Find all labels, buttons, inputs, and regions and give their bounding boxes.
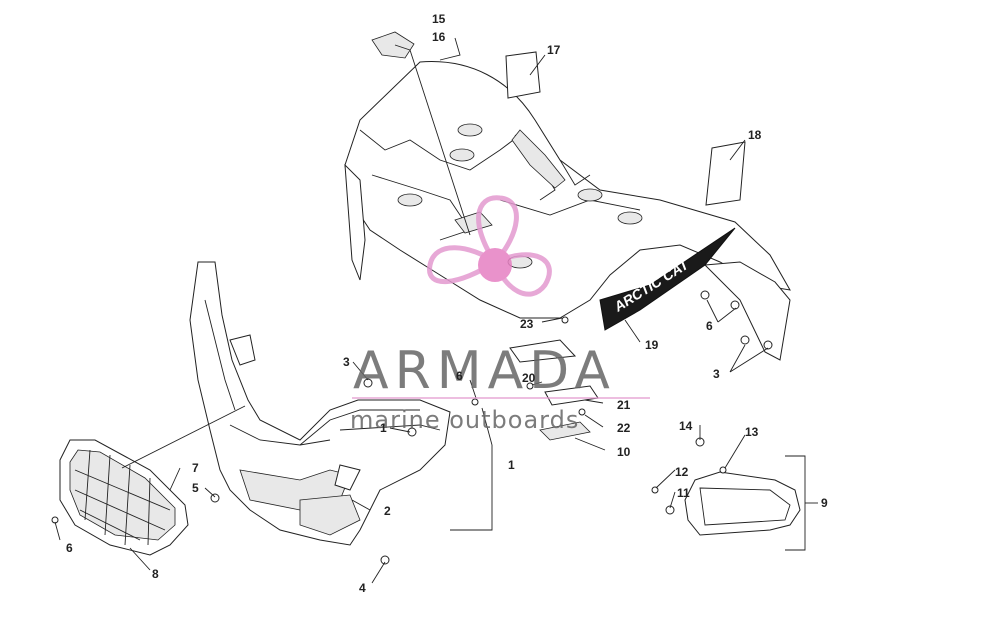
propeller-hub: [478, 248, 512, 282]
propeller-blade: [427, 245, 500, 285]
fasteners: [51, 290, 773, 565]
callout-23: 23: [520, 317, 534, 331]
callout-8: 8: [152, 567, 159, 581]
headlamp-9: [684, 471, 801, 536]
callout-22: 22: [617, 421, 631, 435]
callout-17: 17: [547, 43, 561, 57]
grille-8: [59, 439, 189, 556]
callout-labels: 15 16 17 18 19 23 6 3 3 6 20 21 22 10 1 …: [66, 12, 828, 595]
callout-3: 3: [343, 355, 350, 369]
badge-15: [371, 31, 415, 59]
callout-6: 6: [706, 319, 713, 333]
callout-12: 12: [675, 465, 689, 479]
callout-15: 15: [432, 12, 446, 26]
callout-2: 2: [384, 504, 391, 518]
callout-5: 5: [192, 481, 199, 495]
callout-19: 19: [645, 338, 659, 352]
callout-1: 1: [380, 421, 387, 435]
callout-3: 3: [713, 367, 720, 381]
callout-9: 9: [821, 496, 828, 510]
callout-18: 18: [748, 128, 762, 142]
watermark-title: ARMADA: [353, 341, 616, 401]
propeller-blade: [476, 195, 519, 267]
callout-10: 10: [617, 445, 631, 459]
watermark-subtitle: marine outboards: [350, 406, 579, 434]
callout-6: 6: [456, 369, 463, 383]
lens-23: [509, 339, 577, 363]
decal-18: [705, 141, 746, 206]
callout-1: 1: [508, 458, 515, 472]
callout-14: 14: [679, 419, 693, 433]
callout-11: 11: [677, 486, 690, 500]
leader-lines: [54, 37, 818, 584]
callout-13: 13: [745, 425, 759, 439]
callout-20: 20: [522, 371, 536, 385]
callout-6: 6: [66, 541, 73, 555]
callout-7: 7: [192, 461, 199, 475]
decal-17: [505, 51, 541, 99]
front-fascia: [189, 261, 451, 546]
light-bar-10: [539, 421, 591, 441]
callout-21: 21: [617, 398, 631, 412]
callout-4: 4: [359, 581, 366, 595]
watermark: ARMADA marine outboards: [350, 195, 650, 434]
propeller-logo-icon: [427, 195, 552, 297]
front-fender-body: [344, 61, 791, 361]
propeller-blade: [491, 252, 552, 297]
callout-16: 16: [432, 30, 446, 44]
